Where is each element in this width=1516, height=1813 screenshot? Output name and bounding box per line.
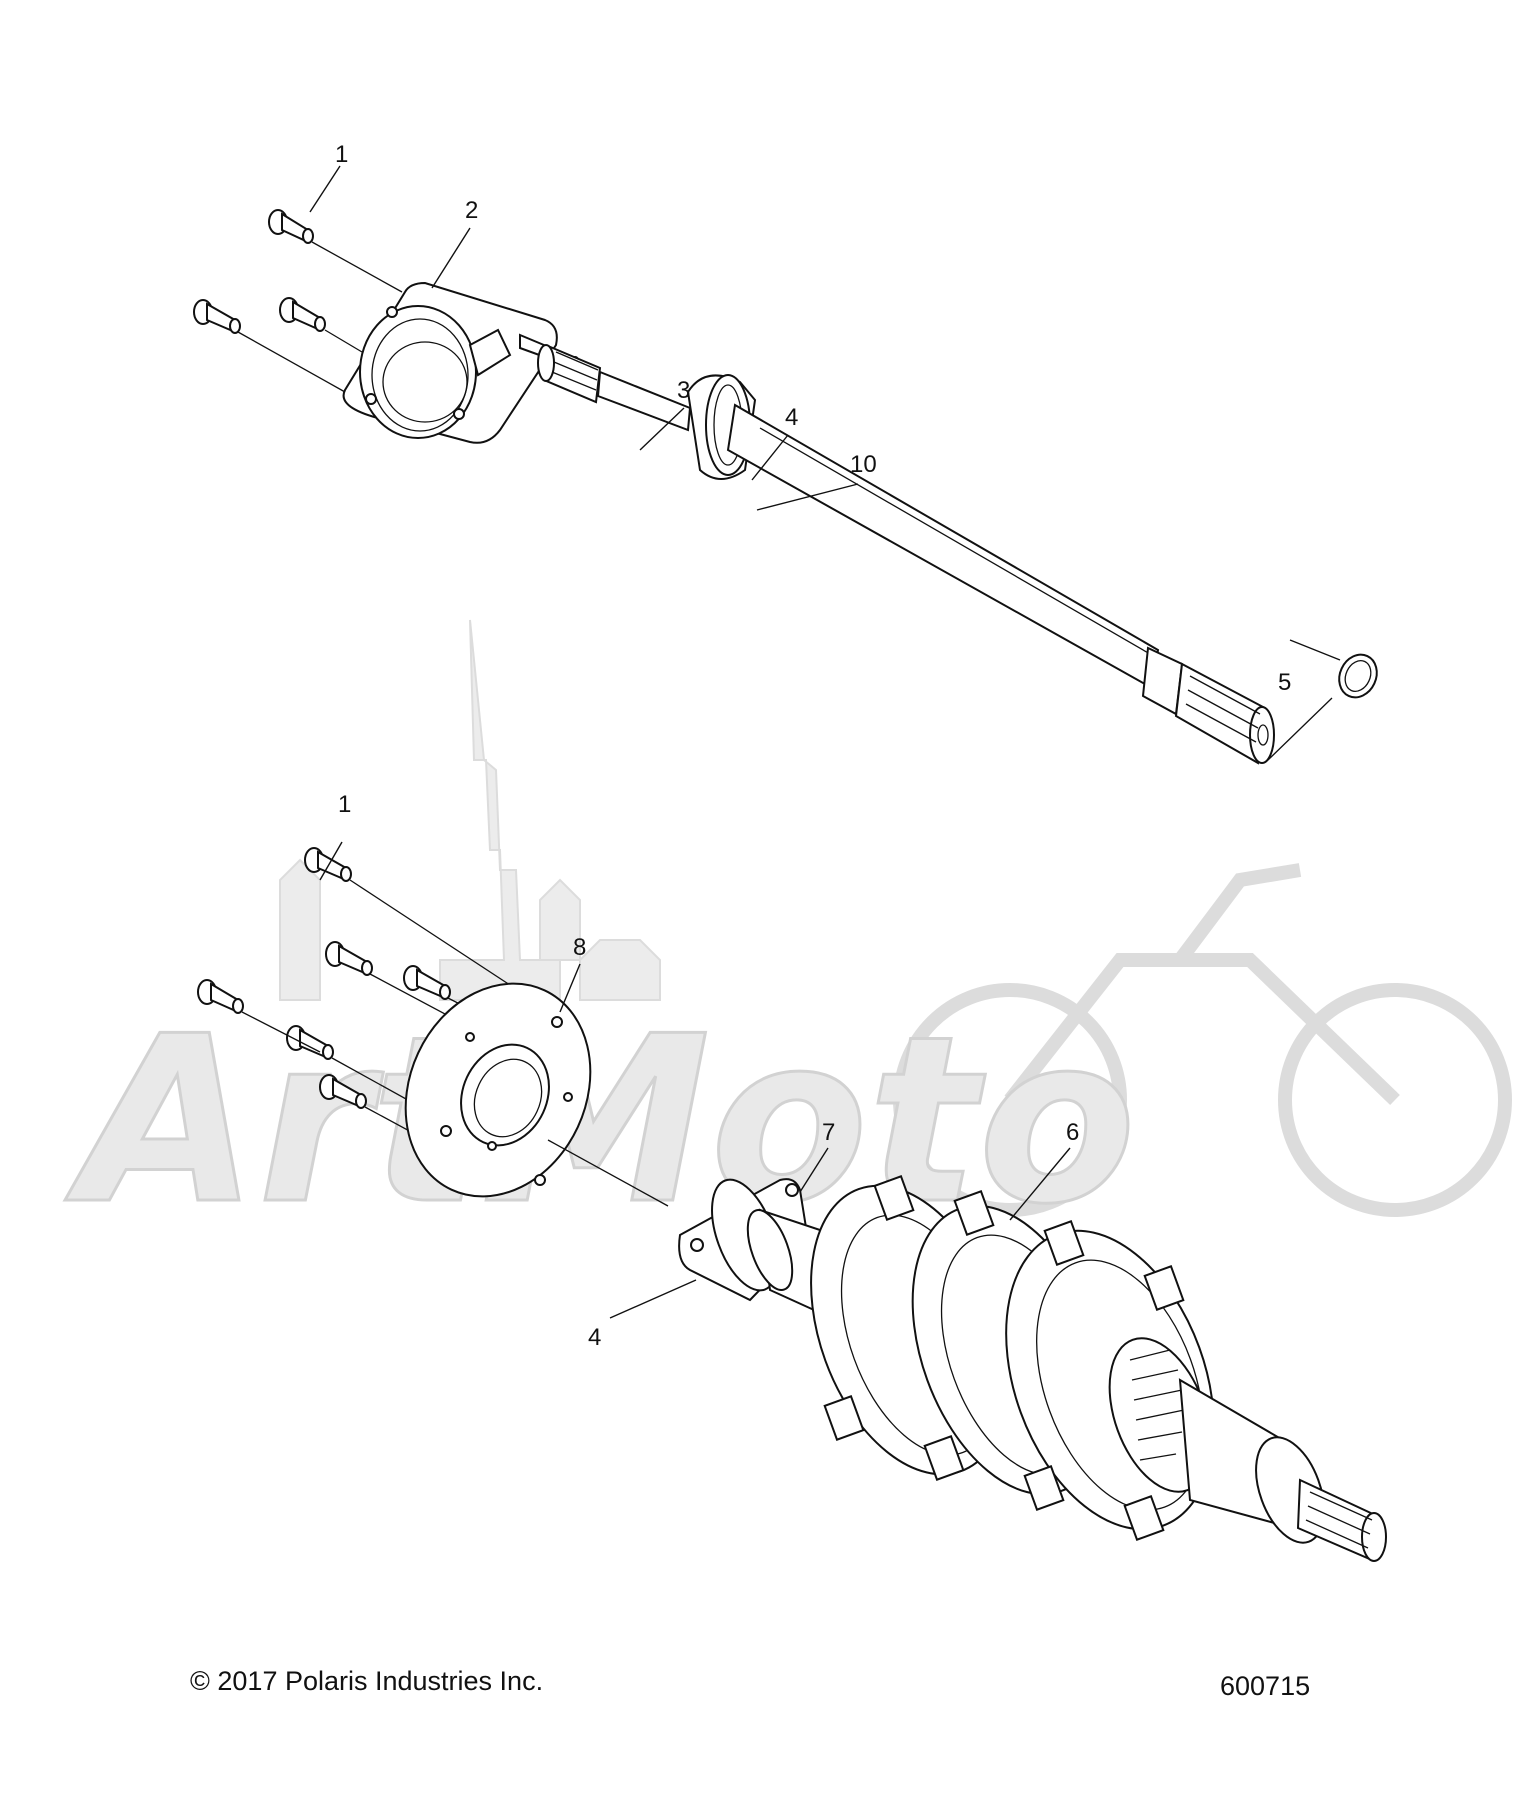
callout-8: 8 (573, 934, 586, 961)
callout-4-top: 4 (785, 404, 798, 431)
callout-6: 6 (1066, 1119, 1079, 1146)
bolt-top-3 (279, 297, 326, 332)
callout-10: 10 (850, 451, 877, 478)
drive-shaft (537, 344, 1275, 765)
bolt-bottom-2 (325, 941, 373, 976)
bolt-bottom-5 (286, 1025, 334, 1060)
bolt-bottom-3 (403, 965, 451, 1000)
bolt-bottom-1 (304, 847, 352, 882)
callout-7: 7 (822, 1119, 835, 1146)
callout-3: 3 (677, 377, 690, 404)
figure-number: 600715 (1220, 1671, 1310, 1701)
leader-lines (309, 165, 1341, 1319)
clutch-assembly (746, 1175, 1387, 1562)
watermark: ArtMoto (64, 619, 1512, 1257)
bolt-bottom-4 (197, 979, 244, 1014)
callouts: 1 2 3 4 10 5 1 8 7 6 4 (335, 141, 1291, 1351)
bolt-top-2 (193, 299, 241, 334)
bolt-top-1 (268, 209, 314, 244)
watermark-motorcycle (893, 863, 1512, 1217)
callout-2: 2 (465, 197, 478, 224)
callout-1-bottom: 1 (338, 791, 351, 818)
copyright-text: © 2017 Polaris Industries Inc. (190, 1666, 543, 1696)
bearing-retainer-plate (404, 982, 592, 1198)
bolt-bottom-6 (319, 1074, 367, 1109)
watermark-skyline (279, 619, 661, 1001)
o-ring (1338, 653, 1378, 699)
callout-5: 5 (1278, 669, 1291, 696)
callout-4-bottom: 4 (588, 1324, 601, 1351)
callout-1-top: 1 (335, 141, 348, 168)
bearing-plate (342, 281, 580, 444)
